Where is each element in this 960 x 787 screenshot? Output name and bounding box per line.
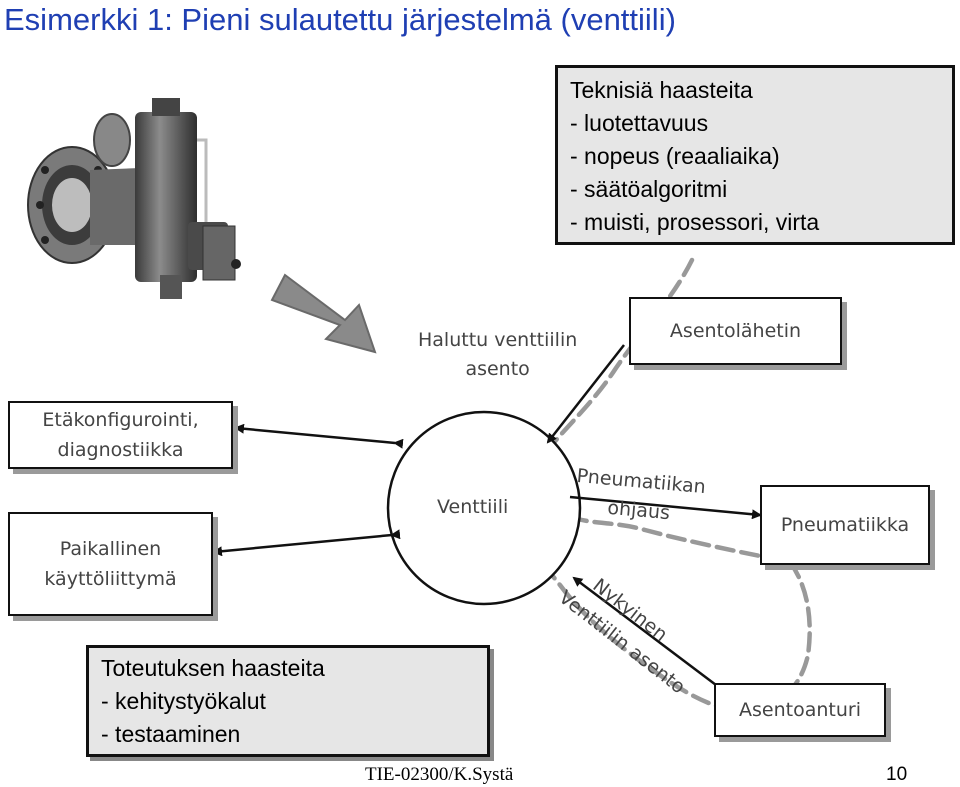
valve-circle <box>386 410 582 606</box>
footer-course: TIE-02300/K.Systä <box>365 764 514 785</box>
implementation-challenges-heading: Toteutuksen haasteita <box>101 655 325 681</box>
technical-challenges-heading: Teknisiä haasteita <box>570 77 753 103</box>
current-position-arrow <box>572 576 717 686</box>
remote-config-arrow <box>234 423 404 449</box>
valve-label: Venttiili <box>437 496 509 518</box>
position-transmitter-node: Asentolähetin <box>629 297 842 365</box>
position-sensor-node: Asentoanturi <box>714 683 886 737</box>
desired-position-arrow <box>546 344 625 444</box>
remote-config-node: Etäkonfigurointi,diagnostiikka <box>8 401 233 469</box>
pneumatic-control-arrow <box>569 495 762 520</box>
pointer-arrow <box>270 273 377 354</box>
page-number: 10 <box>886 764 908 785</box>
technical-challenge-item: - nopeus (reaaliaika) <box>570 143 780 169</box>
implementation-challenge-item: - testaaminen <box>101 721 241 747</box>
slide-title: Esimerkki 1: Pieni sulautettu järjestelm… <box>4 2 676 37</box>
implementation-challenges-box: Toteutuksen haasteita - kehitystyökalut … <box>86 645 490 757</box>
local-ui-arrow <box>212 529 401 557</box>
technical-challenge-item: - muisti, prosessori, virta <box>570 209 820 235</box>
pneumatics-node: Pneumatiikka <box>760 485 930 565</box>
implementation-challenge-item: - kehitystyökalut <box>101 688 266 714</box>
technical-challenge-item: - säätöalgoritmi <box>570 176 728 202</box>
technical-challenges-box: Teknisiä haasteita - luotettavuus - nope… <box>555 65 955 245</box>
valve-illustration <box>27 98 241 299</box>
technical-challenge-item: - luotettavuus <box>570 110 709 136</box>
